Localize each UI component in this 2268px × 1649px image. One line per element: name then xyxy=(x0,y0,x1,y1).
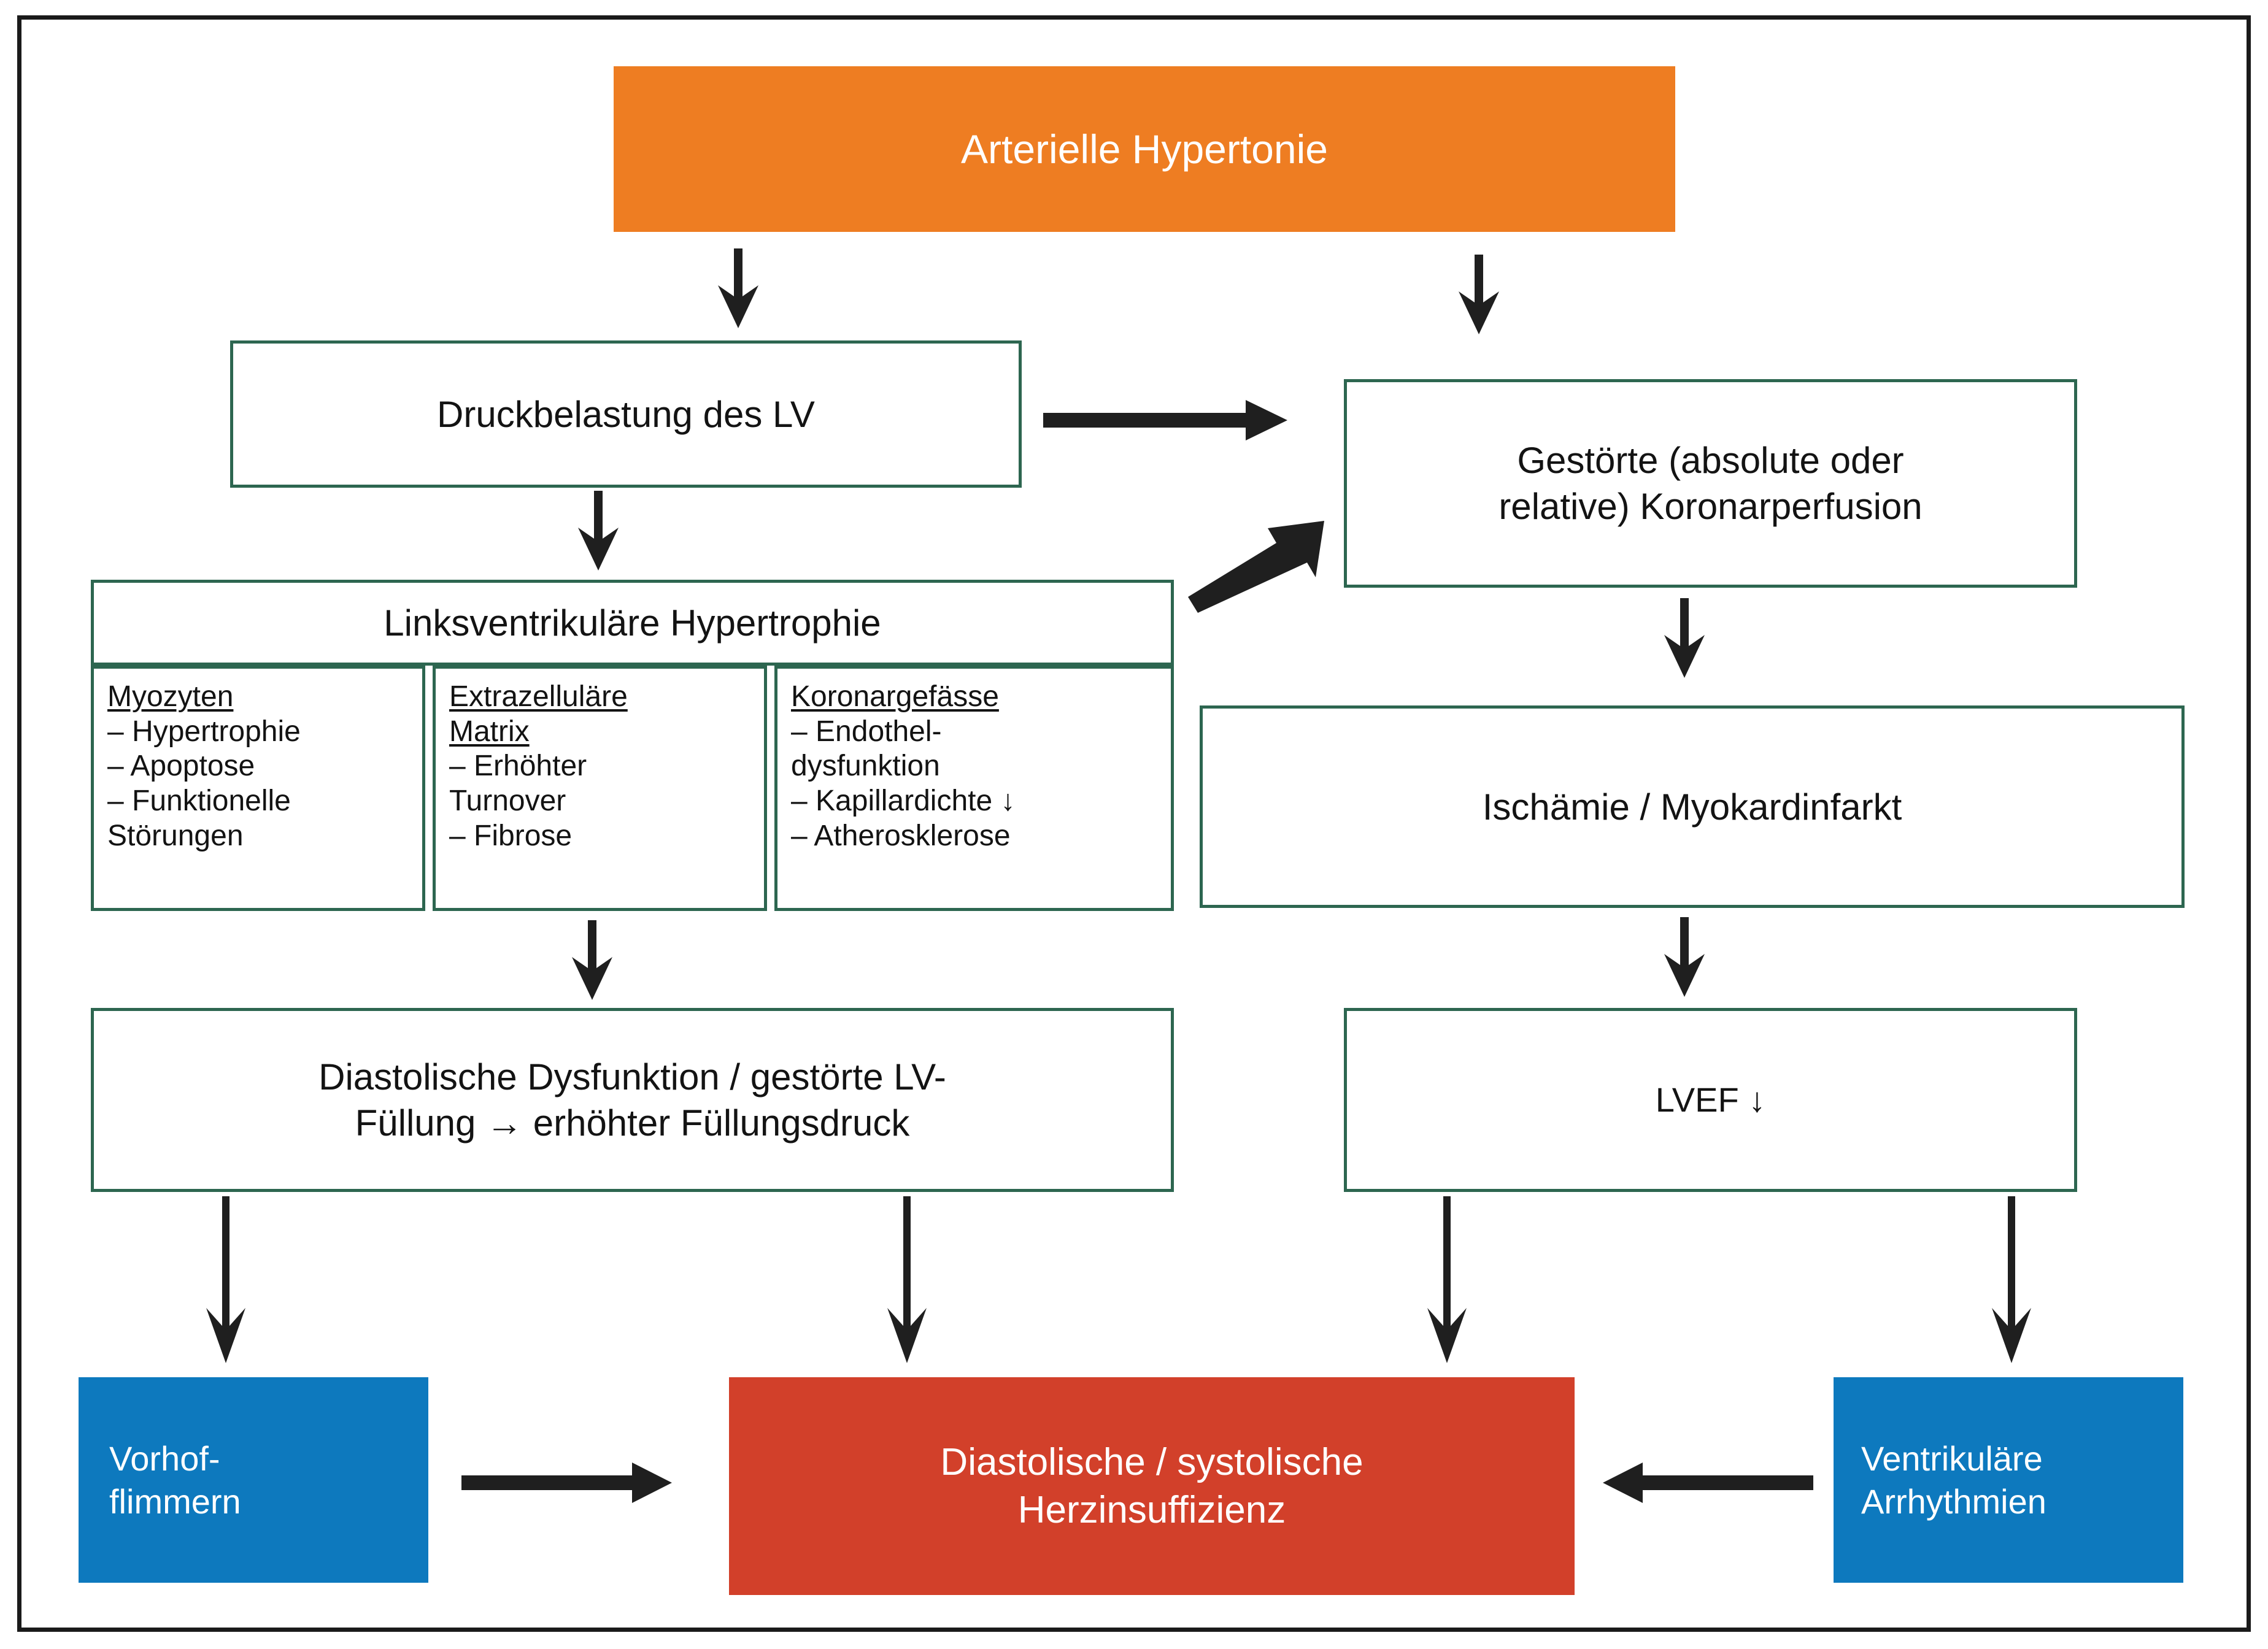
list-item: – Apoptose xyxy=(107,750,255,783)
arrow-vorhofflimmern-to-herzinsuffizienz xyxy=(461,1455,673,1510)
arrow-druckbelastung-to-koronarperfusion xyxy=(1043,393,1289,448)
node-herzinsuffizienz[interactable]: Diastolische / systolische Herzinsuffizi… xyxy=(729,1377,1575,1595)
list-item: – Erhöhter Turnover xyxy=(449,750,587,817)
list-item: – Kapillardichte ↓ xyxy=(791,784,1016,817)
node-vorhofflimmern[interactable]: Vorhof- flimmern xyxy=(79,1377,428,1583)
arrow-diastolische-dysfunktion-to-herzinsuffizienz xyxy=(884,1196,933,1380)
list-item: – Atherosklerose xyxy=(791,819,1011,852)
lvh-column-myozyten[interactable]: Myozyten – Hypertrophie – Apoptose – Fun… xyxy=(91,666,425,911)
node-ischaemie-myokardinfarkt[interactable]: Ischämie / Myokardinfarkt xyxy=(1200,705,2185,908)
arrow-diastolische-dysfunktion-to-vorhofflimmern xyxy=(202,1196,252,1380)
list-item: – Hypertrophie xyxy=(107,715,301,748)
arrow-lvef-to-herzinsuffizienz xyxy=(1424,1196,1473,1380)
lvh-column-myozyten-list: – Hypertrophie – Apoptose – Funktionelle… xyxy=(107,715,301,854)
node-linksventrikulaere-hypertrophie[interactable]: Linksventrikuläre Hypertrophie xyxy=(91,580,1174,666)
node-ventrikulaere-arrhythmien-label: Ventrikuläre Arrhythmien xyxy=(1861,1439,2046,1521)
list-item: – Endothel- dysfunktion xyxy=(791,715,942,783)
list-item: – Funktionelle Störungen xyxy=(107,784,291,852)
arrow-lvef-to-ventrikulaere-arrhythmien xyxy=(1988,1196,2037,1380)
lvh-column-koronargefaesse-heading: Koronargefässe xyxy=(791,680,999,713)
lvh-column-koronargefaesse[interactable]: Koronargefässe – Endothel- dysfunktion –… xyxy=(774,666,1174,911)
arrow-koronarperfusion-to-ischaemie xyxy=(1657,598,1712,690)
lvh-column-koronargefaesse-list: – Endothel- dysfunktion – Kapillardichte… xyxy=(791,715,1016,854)
node-gestoerte-koronarperfusion[interactable]: Gestörte (absolute oder relative) Korona… xyxy=(1344,379,2077,588)
node-herzinsuffizienz-label: Diastolische / systolische Herzinsuffizi… xyxy=(940,1441,1364,1531)
arrow-ventrikulaere-arrhythmien-to-herzinsuffizienz xyxy=(1602,1455,1813,1510)
arrow-hypertonie-to-druckbelastung xyxy=(711,248,766,340)
node-ventrikulaere-arrhythmien[interactable]: Ventrikuläre Arrhythmien xyxy=(1834,1377,2183,1583)
lvh-column-extrazellulaere-matrix[interactable]: Extrazelluläre Matrix – Erhöhter Turnove… xyxy=(433,666,767,911)
node-diastolische-dysfunktion-label: Diastolische Dysfunktion / gestörte LV- … xyxy=(318,1056,946,1144)
diagram-frame xyxy=(17,15,2251,1632)
node-vorhofflimmern-label: Vorhof- flimmern xyxy=(109,1439,241,1521)
arrow-lvh-to-koronarperfusion xyxy=(1184,512,1344,617)
node-arterielle-hypertonie[interactable]: Arterielle Hypertonie xyxy=(614,66,1675,232)
lvh-column-extrazellulaere-matrix-heading: Extrazelluläre Matrix xyxy=(449,680,628,748)
node-druckbelastung-des-lv[interactable]: Druckbelastung des LV xyxy=(230,340,1022,488)
arrow-lvh-to-diastolische-dysfunktion xyxy=(565,920,620,1012)
arrow-ischaemie-to-lvef xyxy=(1657,917,1712,1009)
node-gestoerte-koronarperfusion-label: Gestörte (absolute oder relative) Korona… xyxy=(1498,440,1923,527)
arrow-druckbelastung-to-lvh xyxy=(571,491,626,583)
list-item: – Fibrose xyxy=(449,819,573,852)
lvh-column-extrazellulaere-matrix-list: – Erhöhter Turnover – Fibrose xyxy=(449,749,587,853)
node-lvef[interactable]: LVEF ↓ xyxy=(1344,1008,2077,1192)
node-diastolische-dysfunktion[interactable]: Diastolische Dysfunktion / gestörte LV- … xyxy=(91,1008,1174,1192)
arrow-hypertonie-to-koronarperfusion xyxy=(1451,255,1506,347)
lvh-column-myozyten-heading: Myozyten xyxy=(107,680,234,713)
